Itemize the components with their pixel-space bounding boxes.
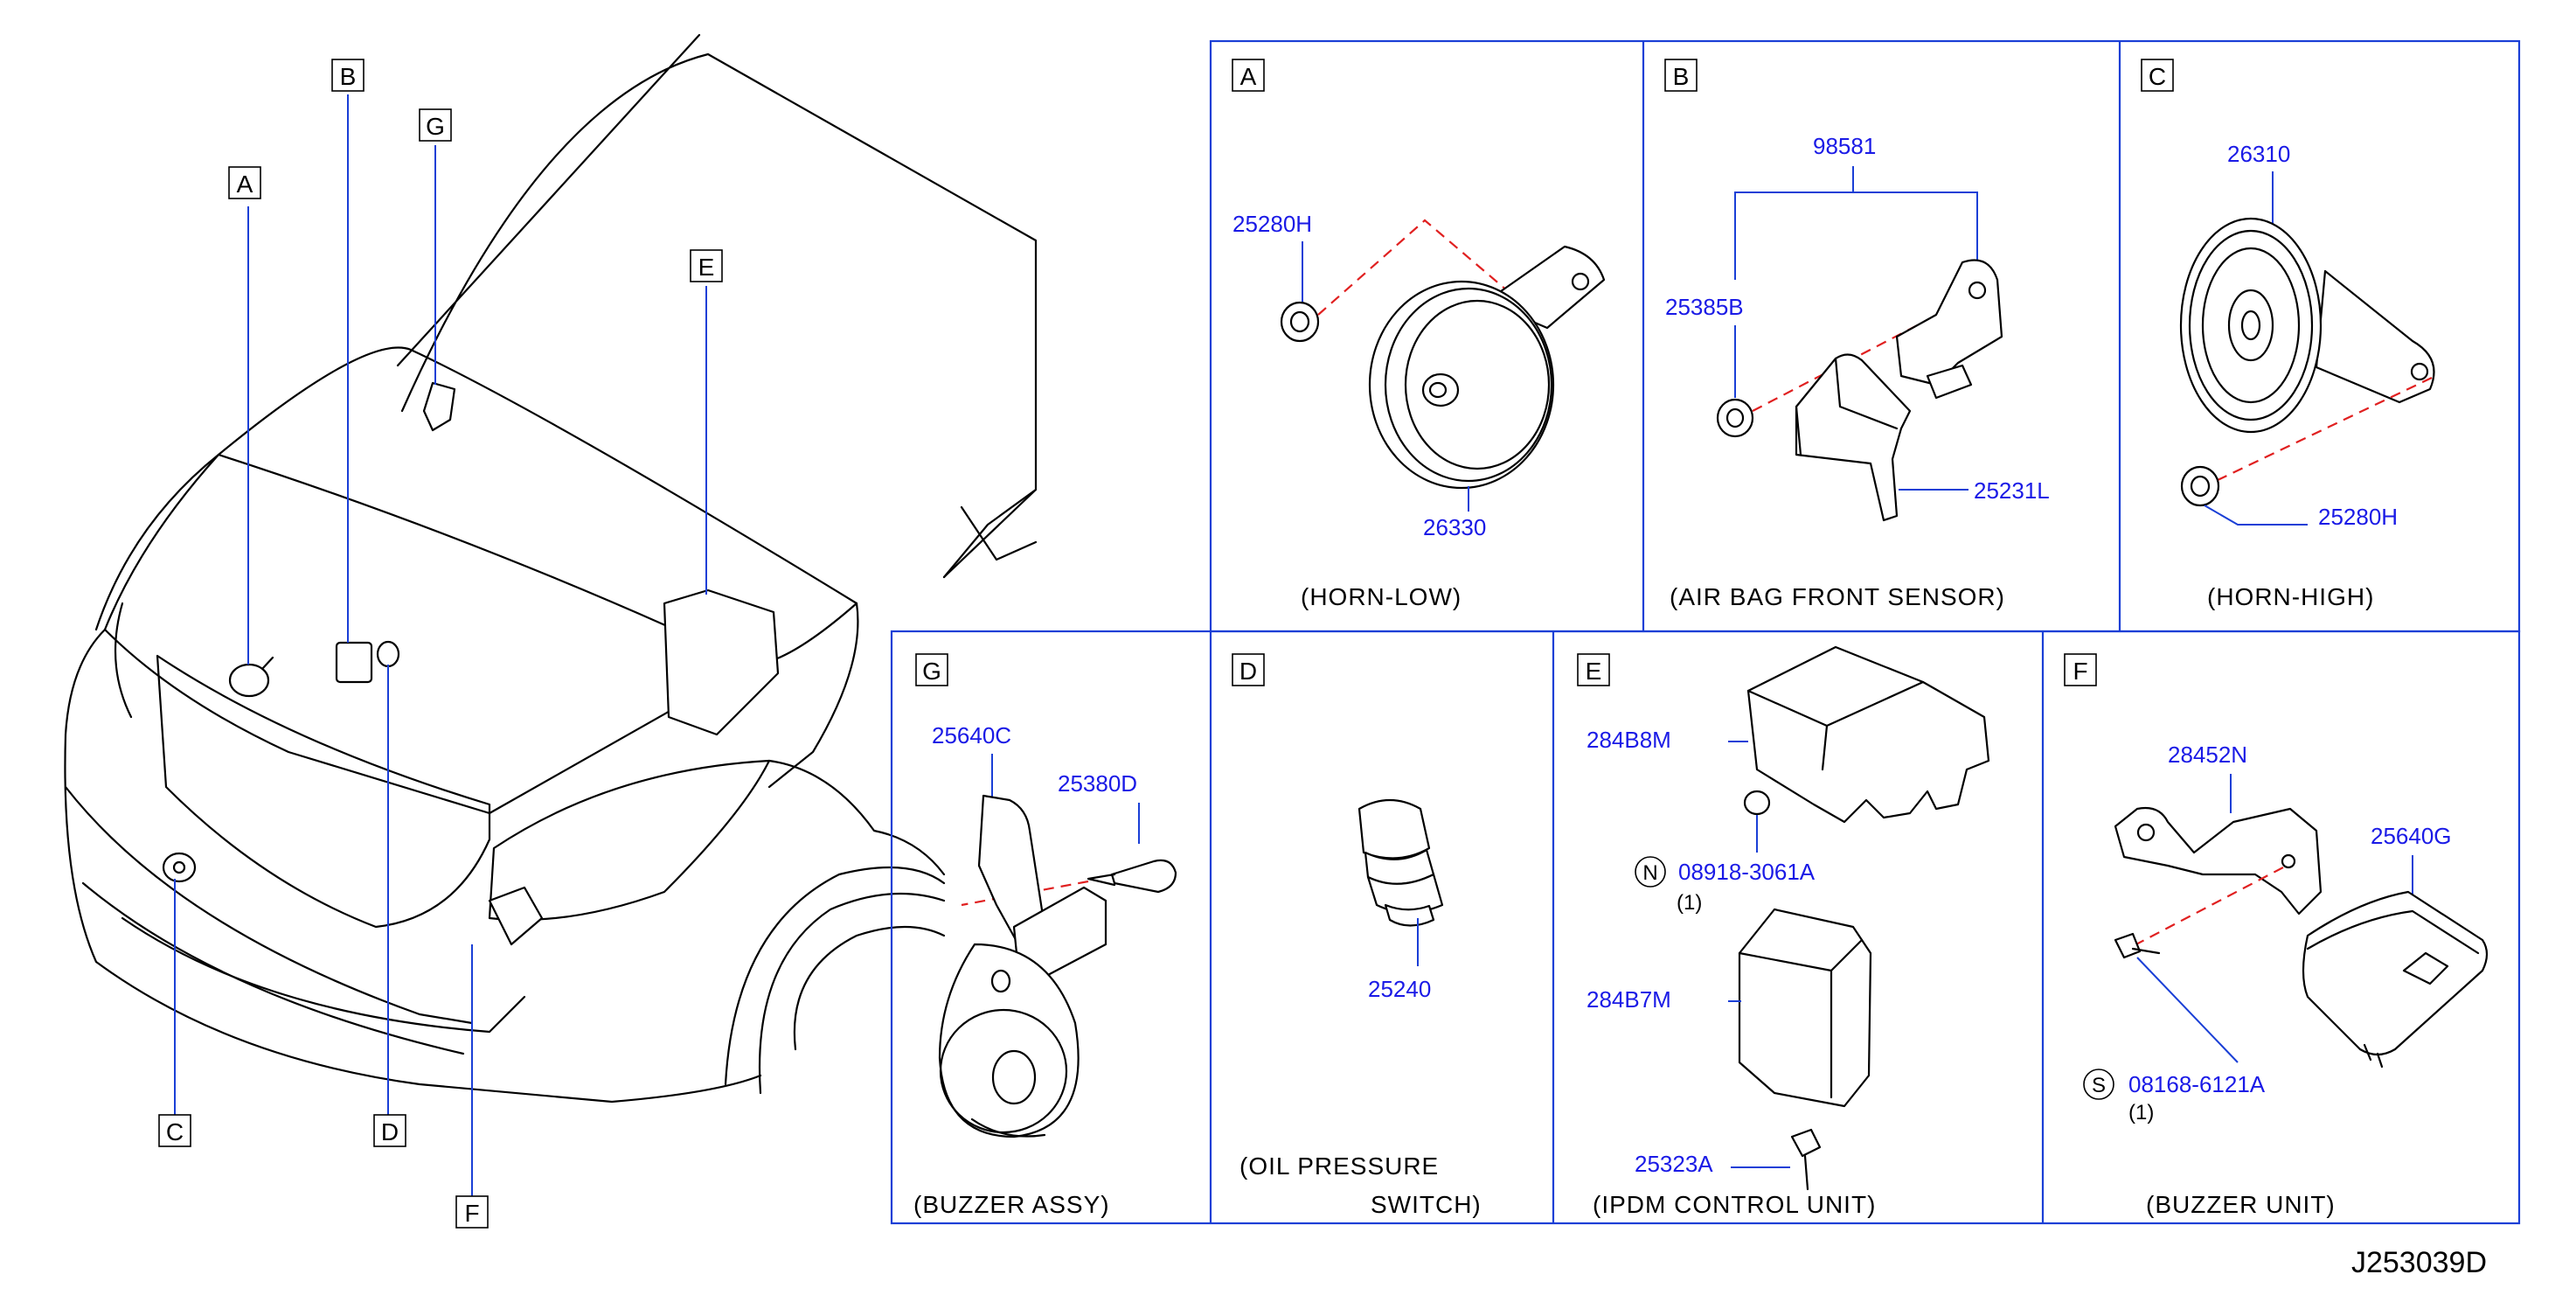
panel-d: D 25240 (OIL PRESSURE SWITCH) — [1232, 653, 1482, 1218]
svg-text:E: E — [698, 254, 715, 281]
caption-buzzer-unit: (BUZZER UNIT) — [2146, 1191, 2336, 1218]
caption-buzzer-assy: (BUZZER ASSY) — [913, 1191, 1110, 1218]
panel-f: F 28452N S 08168-6121A (1) 25640G (BUZZE… — [2064, 653, 2489, 1218]
callout-box-e: E — [690, 249, 723, 282]
part-26310: 26310 — [2227, 141, 2290, 167]
panel-b-letter: B — [1673, 63, 1690, 90]
callout-box-b: B — [331, 59, 365, 92]
caption-horn-high: (HORN-HIGH) — [2207, 583, 2374, 610]
part-25380d: 25380D — [1058, 770, 1137, 797]
panel-e: E 284B8M N 08918-3061A (1) 284B7M 25323A… — [1577, 645, 1990, 1218]
panel-b: B 98581 25385B 25231L (AIR BAG FRONT SEN… — [1664, 59, 2050, 610]
panel-a: A 25280H 26330 (HORN-LOW) — [1232, 59, 1606, 610]
part-08918-3061a: 08918-3061A — [1678, 859, 1816, 885]
caption-oil-pressure-line1: (OIL PRESSURE — [1239, 1152, 1439, 1180]
svg-text:F: F — [464, 1200, 479, 1227]
nut-quantity: (1) — [1677, 891, 1702, 915]
part-25323a: 25323A — [1635, 1151, 1713, 1177]
panel-a-letter: A — [1240, 63, 1257, 90]
part-284b7m: 284B7M — [1587, 986, 1671, 1013]
svg-text:C: C — [166, 1118, 184, 1145]
callout-box-a: A — [228, 166, 261, 199]
part-25231l: 25231L — [1974, 477, 2050, 504]
callout-box-d: D — [373, 1114, 406, 1147]
panel-d-letter: D — [1239, 658, 1257, 685]
callout-box-g: G — [419, 108, 452, 142]
svg-text:A: A — [237, 171, 253, 198]
part-28452n: 28452N — [2168, 742, 2247, 768]
panel-g-letter: G — [922, 658, 941, 685]
vehicle-overview — [64, 33, 1038, 1104]
part-08168-6121a: 08168-6121A — [2128, 1071, 2266, 1097]
part-25240: 25240 — [1368, 976, 1431, 1002]
callout-box-f: F — [455, 1195, 489, 1229]
panel-g: G 25640C 25380D (BUZZER ASSY) — [913, 653, 1177, 1218]
bolt-quantity: (1) — [2128, 1101, 2154, 1124]
part-26330: 26330 — [1423, 514, 1486, 540]
caption-oil-pressure-line2: SWITCH) — [1371, 1191, 1482, 1218]
overview-leaders — [174, 94, 707, 1196]
svg-text:B: B — [340, 63, 357, 90]
panel-frames — [890, 39, 2521, 1225]
part-25280h-a: 25280H — [1232, 211, 1312, 237]
diagram-number: J253039D — [2351, 1246, 2487, 1279]
panel-c-letter: C — [2149, 63, 2166, 90]
nut-symbol-n: N — [1642, 861, 1657, 885]
callout-box-c: C — [158, 1114, 191, 1147]
panel-c: C 26310 25280H (HORN-HIGH) — [2141, 59, 2435, 610]
caption-horn-low: (HORN-LOW) — [1301, 583, 1462, 610]
part-284b8m: 284B8M — [1587, 727, 1671, 753]
panel-f-letter: F — [2073, 658, 2087, 685]
part-98581: 98581 — [1813, 133, 1876, 159]
part-25280h-c: 25280H — [2318, 504, 2398, 530]
caption-ipdm-control-unit: (IPDM CONTROL UNIT) — [1593, 1191, 1876, 1218]
panel-e-letter: E — [1586, 658, 1602, 685]
part-25640g: 25640G — [2371, 823, 2452, 849]
bolt-symbol-s: S — [2092, 1074, 2106, 1097]
svg-text:G: G — [426, 113, 445, 140]
part-25385b: 25385B — [1665, 294, 1744, 320]
part-25640c: 25640C — [932, 722, 1011, 748]
caption-air-bag-front-sensor: (AIR BAG FRONT SENSOR) — [1670, 583, 2005, 610]
svg-text:D: D — [381, 1118, 399, 1145]
